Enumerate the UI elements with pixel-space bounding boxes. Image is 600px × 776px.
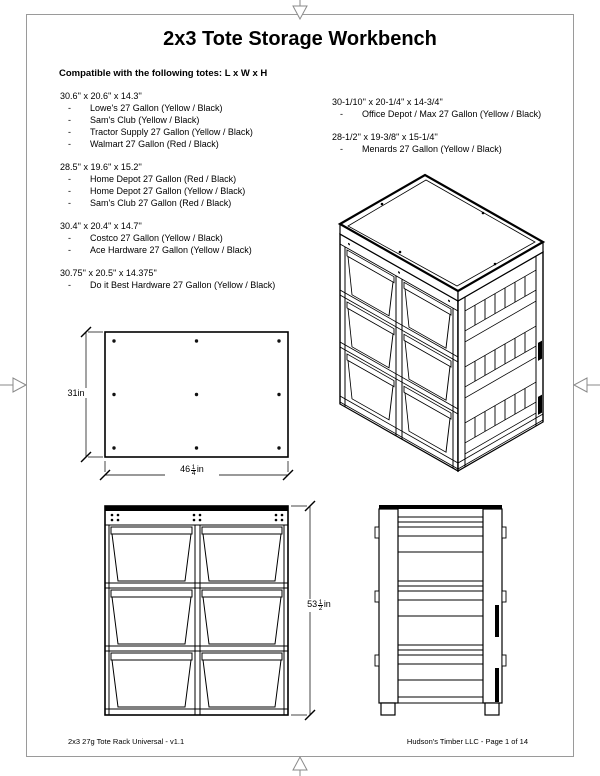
tote-item-label: Tractor Supply 27 Gallon (Yellow / Black… bbox=[90, 127, 253, 137]
list-bullet: - bbox=[340, 144, 343, 154]
top-view-screw-dots bbox=[112, 339, 281, 450]
side-view-rails bbox=[397, 516, 484, 704]
side-view-dark-bars bbox=[495, 605, 499, 702]
tote-item: - Ace Hardware 27 Gallon (Yellow / Black) bbox=[60, 244, 320, 256]
compat-heading: Compatible with the following totes: L x… bbox=[59, 68, 268, 79]
list-bullet: - bbox=[68, 139, 71, 149]
tote-size-heading: 28.5'' x 19.6'' x 15.2'' bbox=[60, 162, 142, 172]
registration-arrow-bottom-icon bbox=[292, 755, 308, 771]
footer-company-page-text: Hudson's Timber LLC - Page 1 of 14 bbox=[406, 737, 528, 746]
tote-size-group: 28.5'' x 19.6'' x 15.2'' - Home Depot 27 … bbox=[60, 161, 320, 209]
tote-size-group: 30.4'' x 20.4'' x 14.7'' - Costco 27 Gall… bbox=[60, 220, 320, 256]
tote-item: - Do it Best Hardware 27 Gallon (Yellow /… bbox=[60, 279, 320, 291]
iso-right-face bbox=[457, 250, 544, 473]
page-title: 2x3 Tote Storage Workbench bbox=[163, 28, 437, 50]
tote-size-heading: 30.6'' x 20.6'' x 14.3'' bbox=[60, 91, 142, 101]
tote-item-label: Sam's Club 27 Gallon (Red / Black) bbox=[90, 198, 232, 208]
front-view-frame bbox=[105, 524, 288, 715]
dimension-ticks bbox=[80, 326, 294, 481]
iso-front-face bbox=[339, 232, 459, 473]
side-view-drawing bbox=[374, 505, 507, 716]
footer-version-text: 2x3 27g Tote Rack Universal - v1.1 bbox=[68, 737, 185, 746]
list-bullet: - bbox=[68, 233, 71, 243]
list-bullet: - bbox=[68, 103, 71, 113]
tote-item: - Home Depot 27 Gallon (Red / Black) bbox=[60, 173, 320, 185]
tote-item: - Sam's Club 27 Gallon (Red / Black) bbox=[60, 197, 320, 209]
tote-item-label: Home Depot 27 Gallon (Yellow / Black) bbox=[90, 186, 246, 196]
registration-arrow-left-icon bbox=[12, 377, 28, 393]
front-view-drawing bbox=[104, 500, 316, 721]
front-view-screw-dots bbox=[110, 513, 284, 522]
registration-arrow-top-icon bbox=[292, 5, 308, 21]
tote-size-group: 30.75'' x 20.5'' x 14.375'' - Do it Best … bbox=[60, 267, 320, 291]
top-view-drawing bbox=[80, 326, 294, 481]
list-bullet: - bbox=[68, 115, 71, 125]
isometric-view-drawing bbox=[337, 173, 546, 473]
tote-size-heading: 28-1/2'' x 19-3/8'' x 15-1/4'' bbox=[332, 132, 438, 142]
tote-item-label: Home Depot 27 Gallon (Red / Black) bbox=[90, 174, 237, 184]
side-view-posts bbox=[378, 508, 503, 716]
tote-size-group: 30-1/10'' x 20-1/4'' x 14-3/4'' - Office … bbox=[332, 96, 572, 120]
tote-item-label: Menards 27 Gallon (Yellow / Black) bbox=[362, 144, 502, 154]
front-view-totes bbox=[110, 526, 283, 708]
list-bullet: - bbox=[68, 245, 71, 255]
tote-size-heading: 30.75'' x 20.5'' x 14.375'' bbox=[60, 268, 157, 278]
iso-top-face bbox=[337, 173, 546, 303]
tote-item: - Home Depot 27 Gallon (Yellow / Black) bbox=[60, 185, 320, 197]
tote-item-label: Sam's Club (Yellow / Black) bbox=[90, 115, 200, 125]
tote-item: - Sam's Club (Yellow / Black) bbox=[60, 114, 320, 126]
list-bullet: - bbox=[68, 174, 71, 184]
list-bullet: - bbox=[68, 127, 71, 137]
tote-item: - Lowe's 27 Gallon (Yellow / Black) bbox=[60, 102, 320, 114]
tote-item: - Menards 27 Gallon (Yellow / Black) bbox=[332, 143, 572, 155]
tote-size-heading: 30-1/10'' x 20-1/4'' x 14-3/4'' bbox=[332, 97, 443, 107]
tote-size-heading: 30.4'' x 20.4'' x 14.7'' bbox=[60, 221, 142, 231]
compat-list-right: 30-1/10'' x 20-1/4'' x 14-3/4'' - Office … bbox=[332, 96, 572, 166]
list-bullet: - bbox=[340, 109, 343, 119]
list-bullet: - bbox=[68, 186, 71, 196]
tote-item: - Costco 27 Gallon (Yellow / Black) bbox=[60, 232, 320, 244]
tote-item-label: Costco 27 Gallon (Yellow / Black) bbox=[90, 233, 223, 243]
tote-item-label: Office Depot / Max 27 Gallon (Yellow / B… bbox=[362, 109, 542, 119]
dim-top-view-height: 31in bbox=[56, 388, 96, 398]
tote-item: - Office Depot / Max 27 Gallon (Yellow / … bbox=[332, 108, 572, 120]
list-bullet: - bbox=[68, 198, 71, 208]
compat-list-left: 30.6'' x 20.6'' x 14.3'' - Lowe's 27 Gall… bbox=[60, 90, 320, 302]
list-bullet: - bbox=[68, 280, 71, 290]
registration-arrow-right-icon bbox=[572, 377, 588, 393]
tote-item: - Tractor Supply 27 Gallon (Yellow / Blac… bbox=[60, 126, 320, 138]
dimension-ticks bbox=[304, 500, 316, 721]
tote-size-group: 30.6'' x 20.6'' x 14.3'' - Lowe's 27 Gall… bbox=[60, 90, 320, 150]
tote-item: - Walmart 27 Gallon (Red / Black) bbox=[60, 138, 320, 150]
tote-item-label: Do it Best Hardware 27 Gallon (Yellow / … bbox=[90, 280, 276, 290]
tote-item-label: Lowe's 27 Gallon (Yellow / Black) bbox=[90, 103, 223, 113]
tote-item-label: Walmart 27 Gallon (Red / Black) bbox=[90, 139, 219, 149]
side-view-tabs bbox=[374, 526, 507, 667]
tote-item-label: Ace Hardware 27 Gallon (Yellow / Black) bbox=[90, 245, 252, 255]
tote-size-group: 28-1/2'' x 19-3/8'' x 15-1/4'' - Menards … bbox=[332, 131, 572, 155]
